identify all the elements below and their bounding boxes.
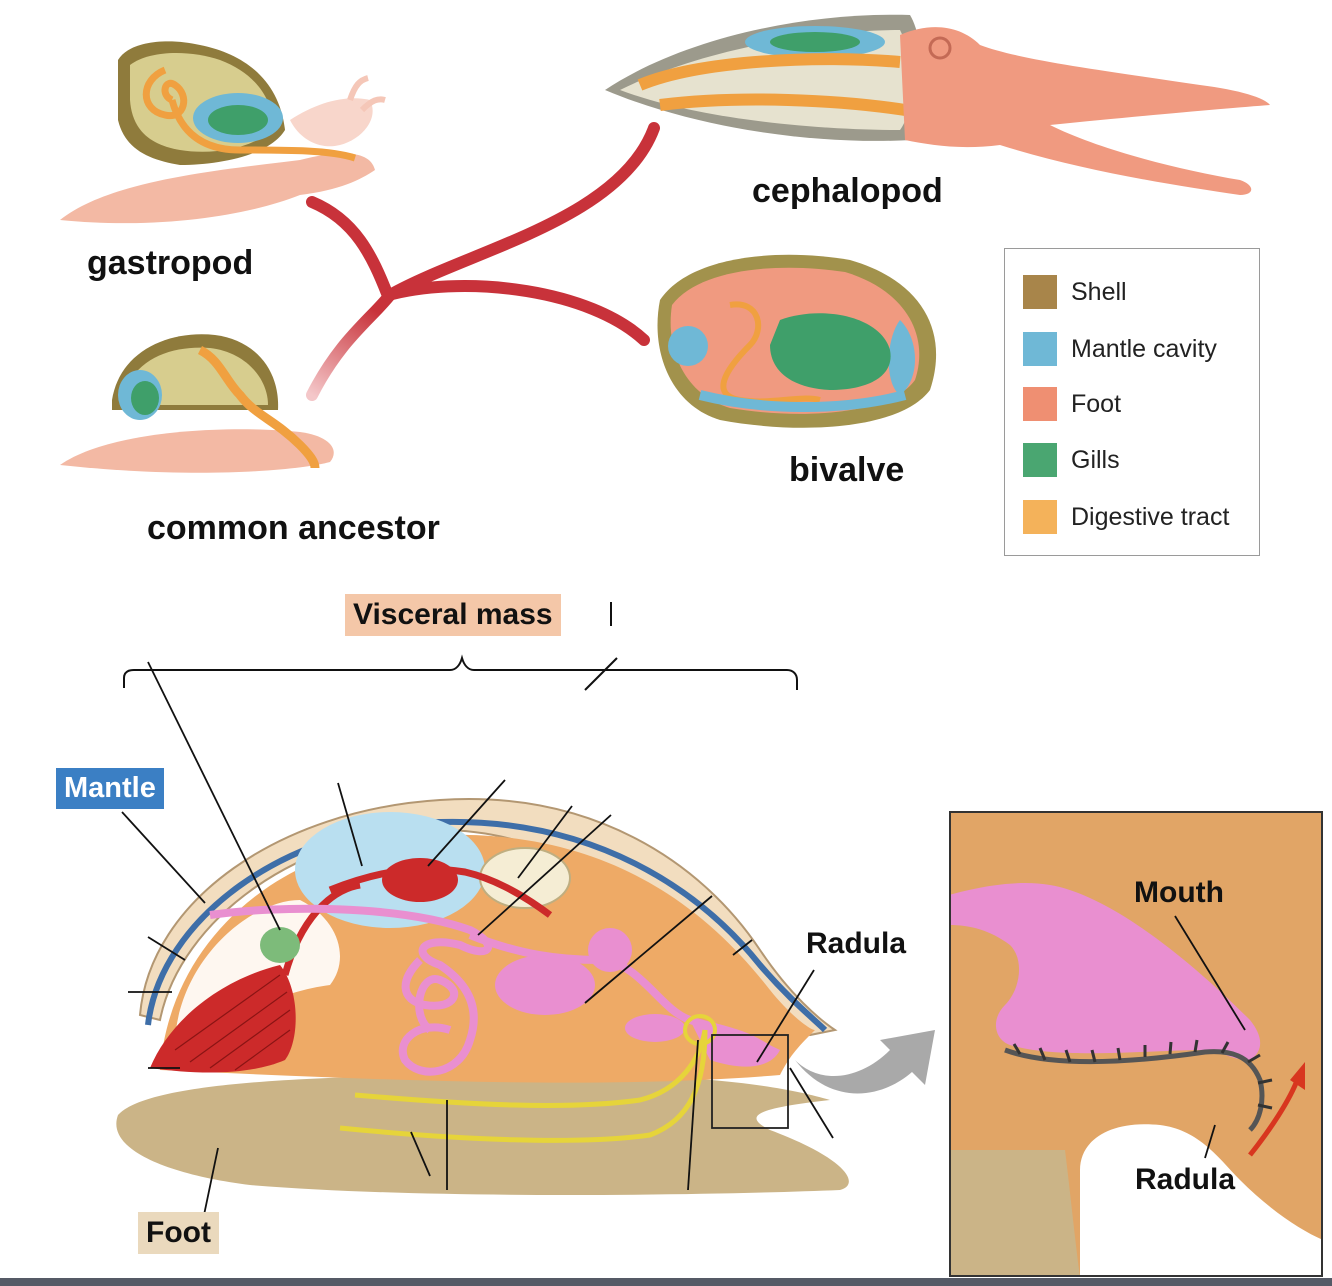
nerve-cord	[354, 1029, 708, 1108]
branch-bivalve	[386, 280, 650, 346]
legend-swatch-digestive-tract	[1023, 500, 1057, 534]
visceral-mass-brace	[123, 602, 798, 691]
foot-body	[116, 1074, 849, 1195]
heart	[382, 858, 458, 902]
branch-ancestor	[306, 289, 396, 401]
common-ancestor-illustration	[60, 334, 334, 473]
legend-label-digestive-tract: Digestive tract	[1071, 503, 1230, 531]
label-radula: Radula	[806, 927, 907, 960]
gill-structure	[150, 965, 296, 1073]
stomach	[495, 955, 595, 1015]
bivalve-illustration	[657, 254, 937, 428]
legend-label-shell: Shell	[1071, 278, 1127, 306]
label-cephalopod: cephalopod	[752, 172, 943, 210]
legend-swatch-gills	[1023, 443, 1057, 477]
radula-zoom-box	[711, 1034, 789, 1129]
bottom-border	[0, 1278, 1332, 1286]
branch-gastropod	[306, 196, 394, 302]
radula-inset-artwork	[949, 811, 1323, 1277]
gastropod-illustration	[60, 41, 386, 224]
label-gastropod: gastropod	[87, 244, 254, 282]
digestive-gland	[588, 928, 632, 972]
legend-label-gills: Gills	[1071, 446, 1120, 474]
phylogeny-tree	[306, 122, 660, 401]
mantle-line	[145, 818, 828, 1033]
branch-cephalopod	[384, 122, 660, 301]
legend-swatch-mantle-cavity	[1023, 332, 1057, 366]
legend-swatch-shell	[1023, 275, 1057, 309]
inset-label-radula: Radula	[1135, 1163, 1236, 1196]
radula-inset	[949, 811, 1323, 1277]
legend: Shell Mantle cavity Foot Gills Digestive…	[1004, 248, 1260, 556]
label-visceral-mass: Visceral mass	[345, 594, 561, 636]
label-foot: Foot	[138, 1212, 219, 1254]
label-common-ancestor: common ancestor	[147, 509, 440, 547]
zoom-arrow	[795, 1030, 935, 1094]
cephalopod-illustration	[605, 14, 1270, 196]
label-bivalve: bivalve	[789, 451, 905, 489]
label-mantle: Mantle	[56, 768, 164, 809]
leader-lines	[121, 661, 834, 1216]
inset-label-mouth: Mouth	[1134, 876, 1224, 909]
legend-swatch-foot	[1023, 387, 1057, 421]
legend-label-mantle-cavity: Mantle cavity	[1071, 335, 1217, 363]
legend-label-foot: Foot	[1071, 390, 1122, 418]
